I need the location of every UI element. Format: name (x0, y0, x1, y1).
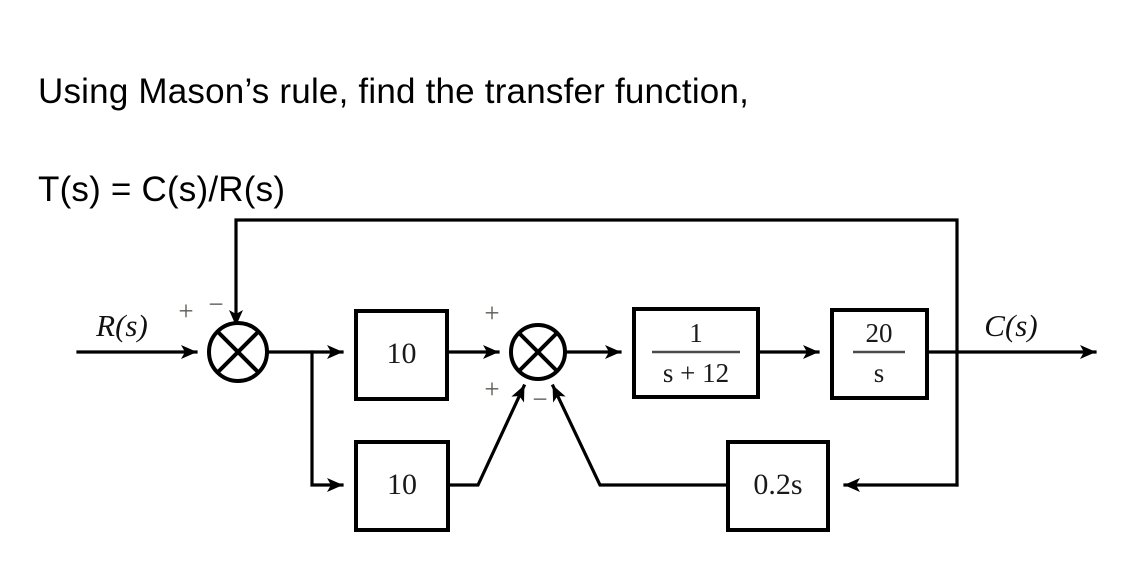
summing-junction-outer (207, 321, 269, 383)
wire-derivative-to-sum (550, 383, 730, 487)
block-gain-inner: 10 (354, 440, 450, 532)
sign-outer-plus: + (178, 296, 193, 326)
block-gain-forward: 10 (354, 309, 449, 401)
block-integrator-denominator: s (874, 358, 885, 388)
block-diagram: + − 10 + + − 1 s + 12 (0, 190, 1134, 568)
wire-inner-gain-to-sum (446, 383, 527, 487)
block-diagram-svg: + − 10 + + − 1 s + 12 (76, 218, 1097, 532)
summing-junction-inner (509, 323, 567, 381)
input-signal-label: R(s) (95, 308, 148, 343)
question-prompt: Using Mason’s rule, find the transfer fu… (38, 18, 1098, 263)
prompt-line-1: Using Mason’s rule, find the transfer fu… (38, 72, 750, 111)
sign-inner-plus-left: + (484, 298, 499, 328)
sign-inner-minus-lower: − (532, 384, 547, 414)
block-lag-denominator: s + 12 (663, 358, 729, 388)
block-lag-numerator: 1 (689, 318, 703, 348)
wire-outer-feedback (229, 218, 959, 352)
prompt-line-2: T(s) = C(s)/R(s) (38, 170, 286, 209)
wire-branch-to-inner-gain (310, 350, 344, 492)
sign-outer-minus: − (208, 289, 223, 319)
sign-inner-plus-lower: + (484, 374, 499, 404)
block-derivative-feedback: 0.2s (726, 440, 830, 532)
block-gain-forward-label: 10 (387, 337, 417, 370)
block-gain-inner-label: 10 (387, 468, 417, 501)
block-integrator-numerator: 20 (866, 318, 893, 348)
output-signal-label: C(s) (984, 308, 1037, 343)
block-integrator: 20 s (830, 308, 929, 400)
block-derivative-feedback-label: 0.2s (753, 468, 802, 501)
block-lag: 1 s + 12 (632, 307, 760, 399)
